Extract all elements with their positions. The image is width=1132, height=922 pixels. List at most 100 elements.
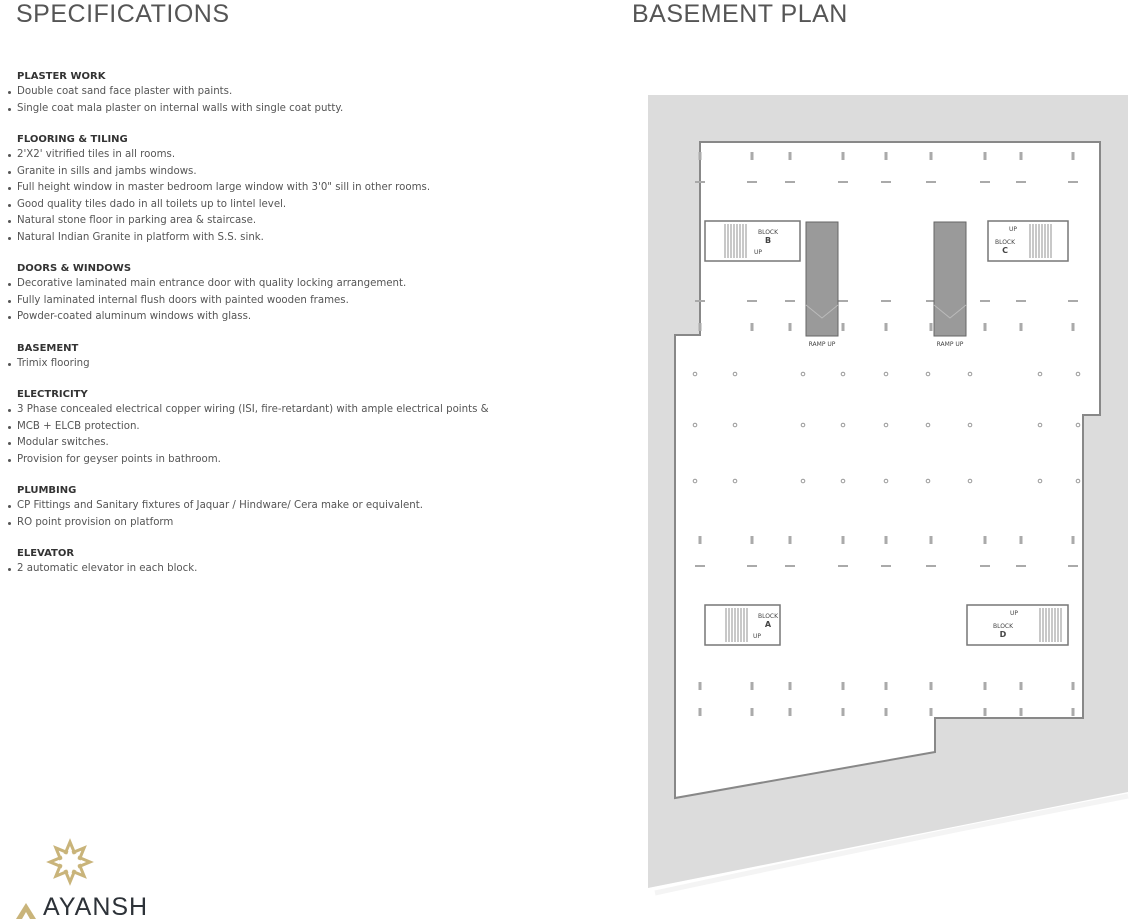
column (983, 323, 987, 331)
column (967, 478, 973, 484)
column (1075, 422, 1081, 428)
spec-item: Natural stone floor in parking area & st… (8, 213, 528, 230)
column (929, 708, 933, 716)
basement-plan-title: BASEMENT PLAN (632, 0, 848, 28)
column (1075, 371, 1081, 377)
column (1075, 478, 1081, 484)
column (841, 536, 845, 544)
column (695, 181, 705, 183)
column (788, 323, 792, 331)
spec-section: ELECTRICITY 3 Phase concealed electrical … (8, 388, 528, 468)
column (800, 422, 806, 428)
column (732, 422, 738, 428)
stair-block (987, 220, 1069, 262)
chevron-logo-icon (16, 903, 36, 919)
plan-label: BLOCK (993, 623, 1014, 630)
spec-heading: ELEVATOR (17, 548, 75, 559)
column (929, 323, 933, 331)
ramp (805, 221, 839, 337)
column (983, 708, 987, 716)
column (841, 682, 845, 690)
column (1037, 478, 1043, 484)
site-edge-shadow (654, 793, 1129, 896)
column (925, 422, 931, 428)
spec-item: Granite in sills and jambs windows. (8, 164, 528, 181)
column (1019, 682, 1023, 690)
star-petal (46, 855, 63, 869)
ramp (933, 221, 967, 337)
spec-item: MCB + ELCB protection. (8, 419, 528, 436)
spec-item: Full height window in master bedroom lar… (8, 180, 528, 197)
plan-label: UP (1010, 610, 1018, 617)
stair-block (704, 220, 801, 262)
spec-heading: DOORS & WINDOWS (17, 263, 132, 274)
column (840, 478, 846, 484)
plan-label: C (1002, 246, 1008, 255)
column (698, 682, 702, 690)
spec-item: RO point provision on platform (8, 515, 528, 532)
column (884, 682, 888, 690)
column (692, 371, 698, 377)
column (838, 565, 848, 567)
spec-item: Good quality tiles dado in all toilets u… (8, 197, 528, 214)
column (788, 708, 792, 716)
column (785, 300, 795, 302)
plan-label: UP (753, 633, 761, 640)
column (881, 565, 891, 567)
column (692, 422, 698, 428)
column (983, 152, 987, 160)
brand-logo: AYANSH (14, 838, 147, 921)
ramp-arrow (933, 304, 967, 319)
column (881, 181, 891, 183)
column (883, 478, 889, 484)
column (747, 300, 757, 302)
column (785, 181, 795, 183)
column (698, 708, 702, 716)
column (695, 565, 705, 567)
column (967, 422, 973, 428)
spec-heading: PLUMBING (17, 485, 77, 496)
ramp-arrow (805, 304, 839, 319)
column (750, 323, 754, 331)
plan-label: BLOCK (758, 613, 779, 620)
column (980, 565, 990, 567)
column (926, 300, 936, 302)
column (838, 300, 848, 302)
column (785, 565, 795, 567)
column (926, 565, 936, 567)
column (925, 478, 931, 484)
star-petal (53, 863, 69, 879)
column (1019, 152, 1023, 160)
spec-item: CP Fittings and Sanitary fixtures of Jaq… (8, 498, 528, 515)
column (750, 682, 754, 690)
column (1071, 536, 1075, 544)
star-logo-icon (46, 838, 94, 886)
column (1019, 536, 1023, 544)
stair-block (704, 604, 781, 646)
column (929, 682, 933, 690)
column (841, 323, 845, 331)
column-grid (692, 152, 1081, 716)
spec-item: Modular switches. (8, 435, 528, 452)
column (967, 371, 973, 377)
column (788, 682, 792, 690)
column (788, 536, 792, 544)
spec-item: Trimix flooring (8, 356, 528, 373)
spec-heading: ELECTRICITY (17, 389, 88, 400)
column (983, 536, 987, 544)
column (883, 422, 889, 428)
spec-item: 3 Phase concealed electrical copper wiri… (8, 402, 528, 419)
column (884, 536, 888, 544)
plan-label: BLOCK (758, 229, 779, 236)
spec-section: PLUMBING CP Fittings and Sanitary fixture… (8, 484, 528, 531)
plan-label: BLOCK (995, 239, 1016, 246)
star-petal (63, 869, 77, 886)
spec-item: 2'X2' vitrified tiles in all rooms. (8, 147, 528, 164)
column (884, 152, 888, 160)
